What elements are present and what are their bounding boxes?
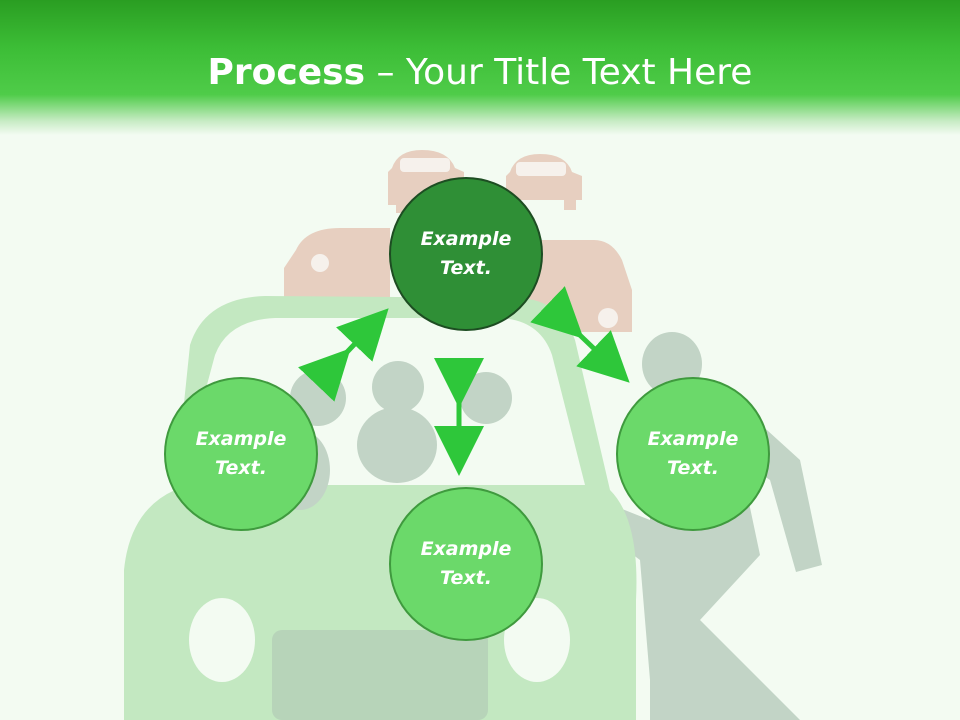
arrow-top-right: [530, 286, 630, 383]
title-rest: – Your Title Text Here: [365, 52, 753, 93]
process-circle-right-text: Example Text.: [647, 428, 739, 479]
title-bar: [0, 0, 960, 135]
slide-title: Process – Your Title Text Here: [0, 52, 960, 93]
process-circle-left[interactable]: Example Text.: [164, 377, 318, 531]
process-circle-top[interactable]: Example Text.: [389, 177, 543, 331]
process-circle-bottom-text: Example Text.: [420, 538, 512, 589]
title-bold: Process: [207, 52, 366, 93]
arrow-top-left: [298, 308, 389, 402]
process-circle-bottom[interactable]: Example Text.: [389, 487, 543, 641]
process-circle-right[interactable]: Example Text.: [616, 377, 770, 531]
process-circle-top-text: Example Text.: [420, 228, 512, 279]
process-circle-left-text: Example Text.: [195, 428, 287, 479]
